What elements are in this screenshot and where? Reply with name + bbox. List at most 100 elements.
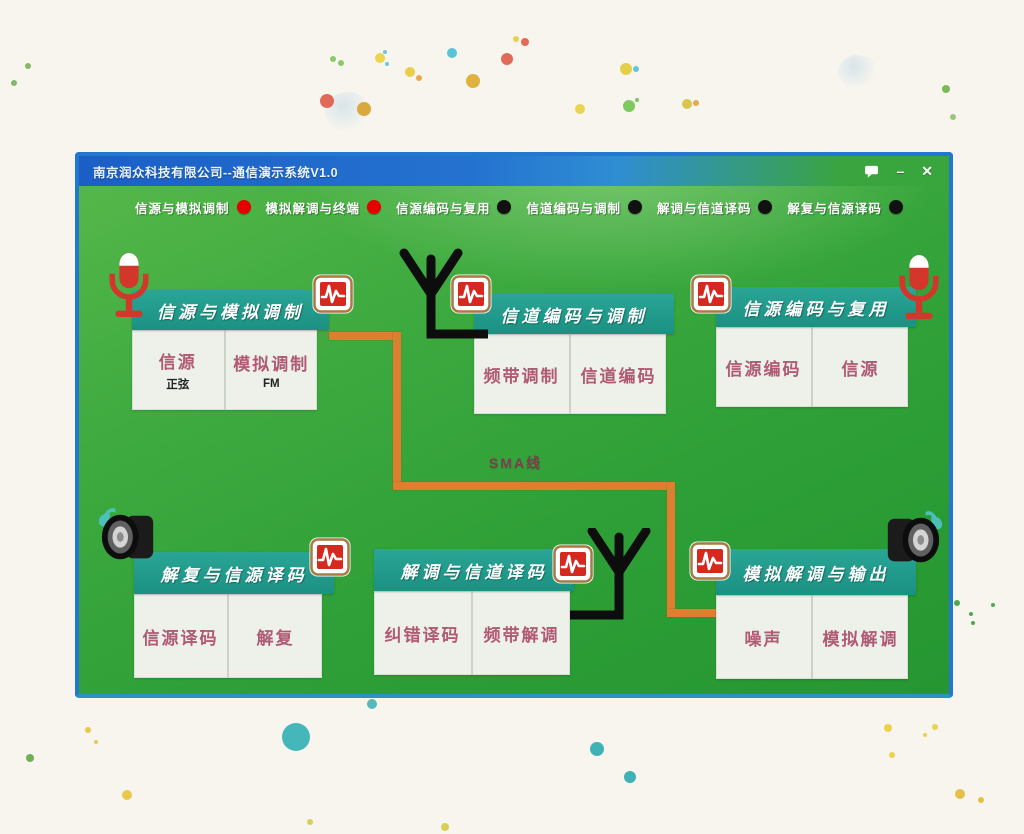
confetti-dot: [635, 98, 639, 102]
block-cells: 信源编码 信源: [716, 327, 908, 407]
close-button[interactable]: ✕: [921, 163, 933, 179]
confetti-dot: [923, 733, 927, 737]
block-cells: 信源正弦 模拟调制 FM: [132, 330, 317, 410]
antenna-icon: [399, 248, 488, 339]
confetti-dot: [969, 612, 973, 616]
cell-label: 信源: [841, 359, 880, 379]
block-title: 解调与信道译码: [400, 562, 548, 583]
module-cell[interactable]: 解复: [229, 594, 322, 678]
confetti-dot: [282, 723, 310, 751]
oscilloscope-icon[interactable]: [450, 274, 492, 314]
window-title: 南京润众科技有限公司--通信演示系统V1.0: [93, 165, 339, 180]
minimize-button[interactable]: –: [896, 163, 905, 179]
block-cells: 噪声 模拟解调: [716, 595, 908, 679]
window-controls: – ✕: [864, 164, 949, 178]
menu-item-demod-channel-decode[interactable]: 解调与信道译码: [657, 198, 773, 217]
block-banner[interactable]: 信源编码与复用: [716, 287, 916, 327]
block-title: 模拟解调与输出: [742, 564, 890, 585]
confetti-dot: [954, 600, 960, 606]
title-bar[interactable]: 南京润众科技有限公司--通信演示系统V1.0 – ✕: [79, 156, 949, 186]
cell-label: 解复: [256, 628, 295, 648]
antenna-icon: [570, 528, 651, 620]
block-title: 解复与信源译码: [160, 565, 308, 586]
confetti-dot: [884, 724, 892, 732]
cell-label: 模拟调制: [233, 355, 310, 374]
cell-label: 频带解调: [483, 625, 560, 645]
cell-sublabel: FM: [262, 378, 280, 390]
menu-bar: 信源与模拟调制 模拟解调与终端 信源编码与复用 信道编码与调制 解调与信道译码 …: [79, 196, 949, 218]
module-cell[interactable]: 噪声: [716, 595, 813, 679]
module-cell[interactable]: 频带调制: [474, 334, 571, 414]
module-cell[interactable]: 信源正弦: [132, 330, 226, 410]
block-banner[interactable]: 模拟解调与输出: [716, 549, 916, 595]
block-banner[interactable]: 解调与信道译码: [374, 549, 574, 591]
confetti-dot: [375, 53, 385, 63]
menu-item-source-coding-mux[interactable]: 信源编码与复用: [396, 198, 512, 217]
module-cell[interactable]: 模拟解调: [813, 595, 908, 679]
module-cell[interactable]: 模拟调制 FM: [226, 330, 318, 410]
module-cell[interactable]: 纠错译码: [374, 591, 473, 675]
confetti-dot: [357, 102, 371, 116]
confetti-dot: [693, 100, 699, 106]
chat-bubble-icon[interactable]: [864, 165, 879, 178]
menu-item-label: 解调与信道译码: [656, 201, 752, 216]
status-dot: [627, 200, 642, 214]
status-dot: [367, 200, 381, 214]
confetti-dot: [307, 819, 313, 825]
confetti-dot: [441, 823, 449, 831]
speaker-icon: [887, 511, 943, 563]
confetti-dot: [950, 114, 956, 120]
status-dot: [758, 200, 773, 214]
oscilloscope-icon[interactable]: [552, 544, 594, 584]
module-cell[interactable]: 信源: [813, 327, 908, 407]
cell-label: 信源译码: [142, 628, 219, 648]
confetti-dot: [11, 80, 17, 86]
confetti-dot: [330, 56, 336, 62]
confetti-dot: [942, 85, 950, 93]
status-dot: [236, 200, 251, 214]
confetti-dot: [590, 742, 604, 756]
menu-item-channel-coding-mod[interactable]: 信道编码与调制: [526, 198, 642, 217]
block-source-coding-multiplexing: 信源编码与复用 信源编码 信源: [690, 274, 916, 407]
cell-label: 噪声: [744, 629, 783, 649]
cell-label: 信道编码: [580, 366, 657, 386]
confetti-dot: [633, 66, 639, 72]
confetti-dot: [978, 797, 984, 803]
oscilloscope-icon[interactable]: [309, 537, 351, 577]
oscilloscope-icon[interactable]: [689, 541, 731, 581]
confetti-dot: [620, 63, 632, 75]
menu-item-label: 模拟解调与终端: [265, 201, 360, 216]
block-banner[interactable]: 信道编码与调制: [474, 294, 674, 334]
menu-item-demux-source-decode[interactable]: 解复与信源译码: [787, 198, 903, 217]
module-cell[interactable]: 信源译码: [134, 594, 229, 678]
confetti-dot: [991, 603, 995, 607]
module-cell[interactable]: 信道编码: [571, 334, 666, 414]
module-cell[interactable]: 频带解调: [473, 591, 570, 675]
block-analog-demod-output: 模拟解调与输出 噪声 模拟解调: [689, 541, 916, 679]
sma-cable-segment: [393, 332, 401, 490]
confetti-dot: [320, 94, 334, 108]
sma-cable-segment: [667, 609, 719, 617]
oscilloscope-icon[interactable]: [312, 274, 354, 314]
block-demux-source-decoding: 解复与信源译码 信源译码 解复: [134, 537, 351, 678]
confetti-dot: [26, 754, 34, 762]
menu-item-analog-demod-terminal[interactable]: 模拟解调与终端: [265, 198, 381, 217]
microphone-icon: [109, 253, 149, 317]
oscilloscope-icon[interactable]: [690, 274, 732, 314]
block-banner[interactable]: 信源与模拟调制: [132, 290, 329, 330]
block-cells: 信源译码 解复: [134, 594, 322, 678]
menu-item-source-analog-mod[interactable]: 信源与模拟调制: [135, 198, 251, 217]
confetti-dot: [513, 36, 519, 42]
confetti-dot: [889, 752, 895, 758]
module-cell[interactable]: 信源编码: [716, 327, 813, 407]
confetti-dot: [623, 100, 635, 112]
confetti-dot: [932, 724, 938, 730]
block-demod-channel-decoding: 解调与信道译码 纠错译码 频带解调: [374, 544, 594, 675]
confetti-dot: [416, 75, 422, 81]
confetti-dot: [338, 60, 344, 66]
block-banner[interactable]: 解复与信源译码: [134, 552, 334, 594]
cell-label: 模拟解调: [822, 629, 899, 649]
sma-cable-segment: [329, 332, 399, 340]
menu-item-label: 解复与信源译码: [787, 201, 882, 216]
